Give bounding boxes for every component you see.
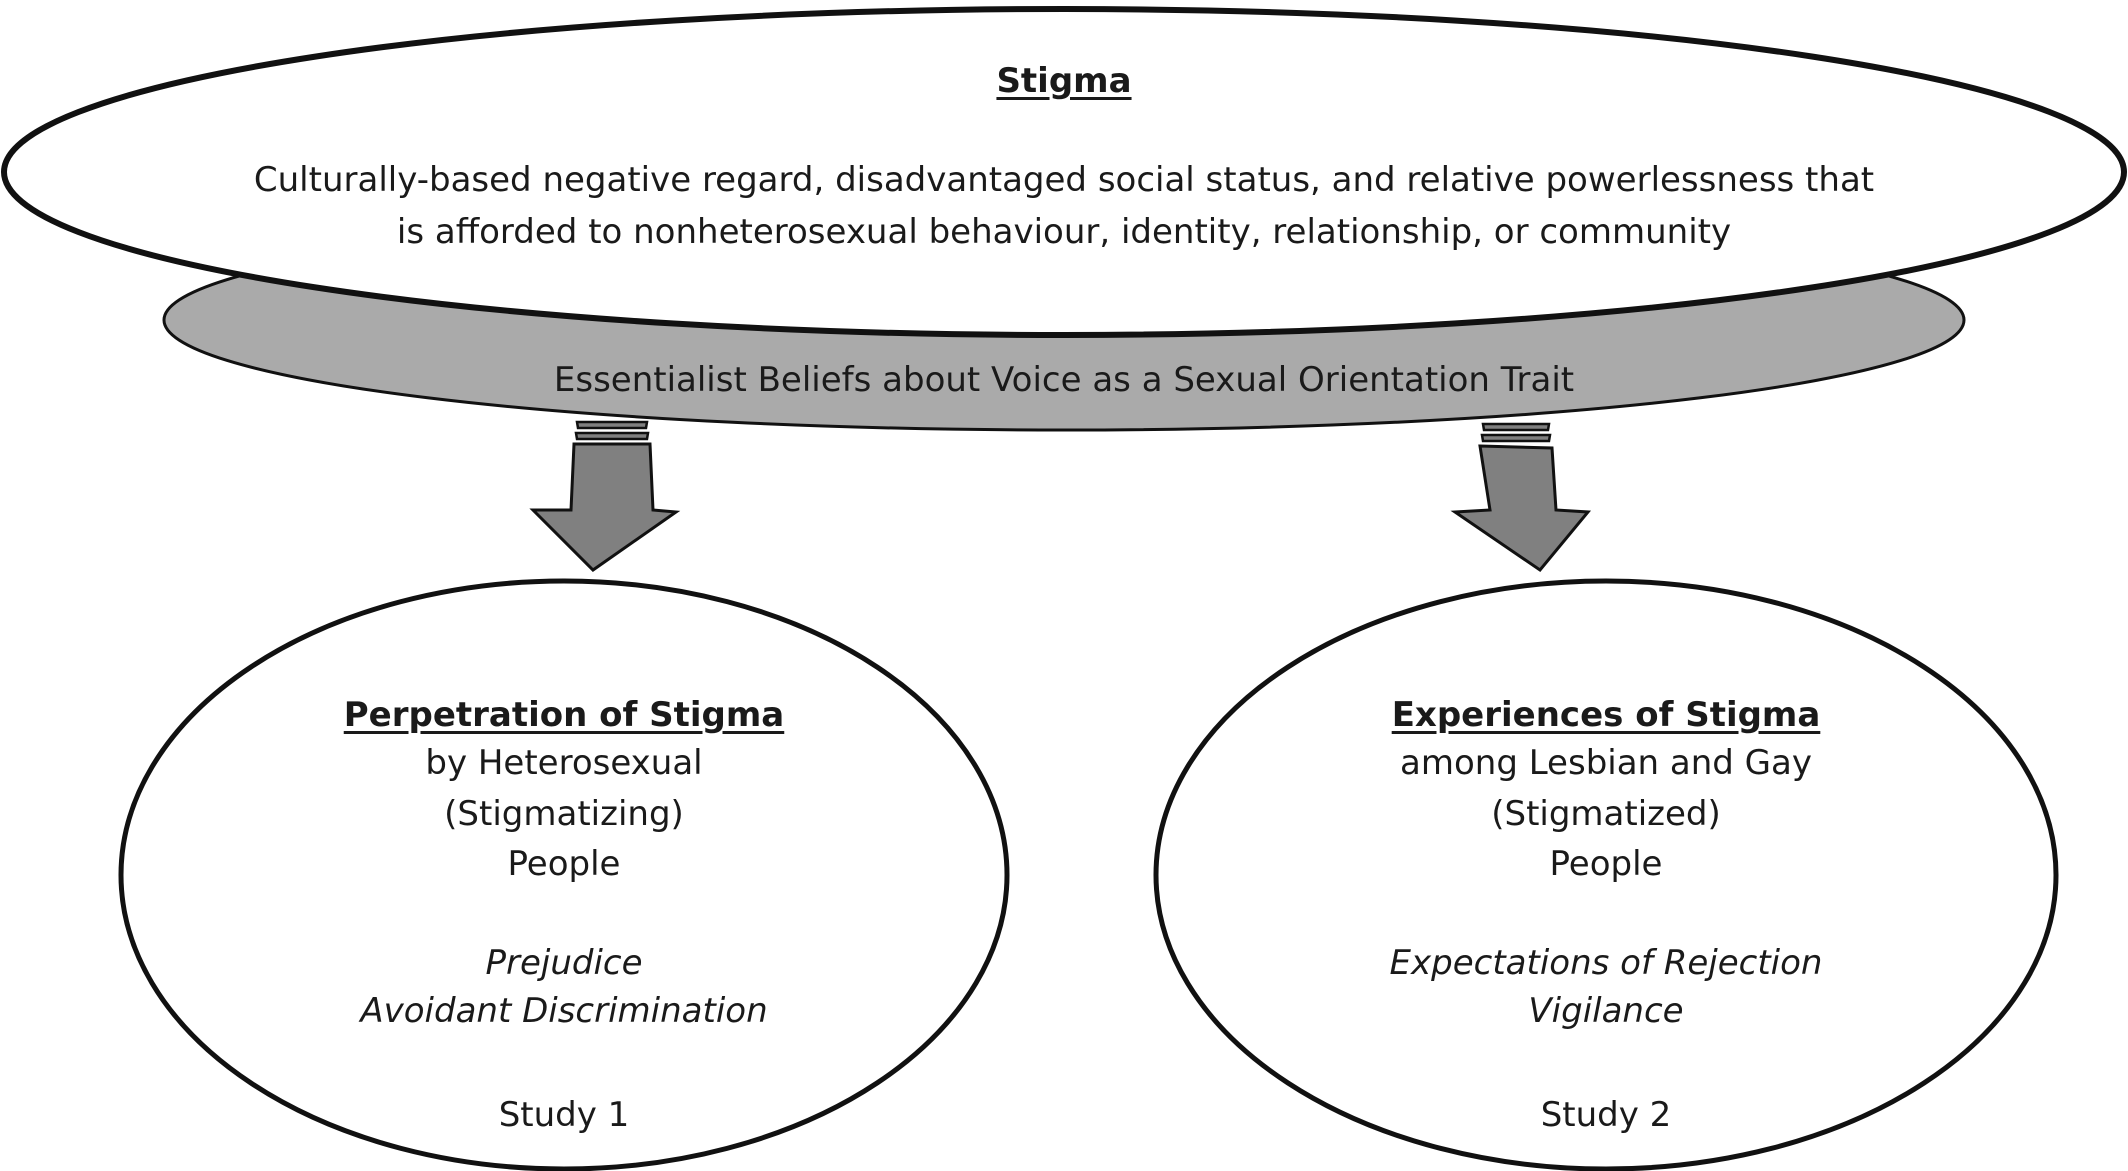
arrow-down-right [1450, 422, 1592, 573]
right-node-line2: (Stigmatized) [1491, 794, 1721, 834]
right-node-line1: among Lesbian and Gay [1400, 743, 1812, 783]
right-node-outcome2: Vigilance [1528, 991, 1684, 1031]
left-node-title: Perpetration of Stigma [343, 695, 785, 735]
right-node-title: Experiences of Stigma [1391, 695, 1821, 735]
stigma-title: Stigma [996, 61, 1132, 101]
left-node-study: Study 1 [498, 1095, 630, 1135]
right-node-study: Study 2 [1540, 1095, 1672, 1135]
left-node-line3: People [507, 844, 621, 884]
left-node-outcome1: Prejudice [485, 943, 643, 983]
stigma-ellipse [1, 6, 2127, 338]
stigma-definition-line1: Culturally-based negative regard, disadv… [253, 160, 1875, 200]
perpetration-ellipse [118, 578, 1010, 1171]
mediator-label: Essentialist Beliefs about Voice as a Se… [553, 360, 1575, 400]
experiences-ellipse [1153, 578, 2059, 1171]
left-node-line1: by Heterosexual [425, 743, 703, 783]
right-node-outcome1: Expectations of Rejection [1389, 943, 1823, 983]
left-node-outcome2: Avoidant Discrimination [360, 991, 768, 1031]
arrow-down-left [529, 420, 681, 572]
right-node-line3: People [1549, 844, 1663, 884]
left-node-line2: (Stigmatizing) [444, 794, 684, 834]
stigma-definition-line2: is afforded to nonheterosexual behaviour… [396, 212, 1732, 252]
